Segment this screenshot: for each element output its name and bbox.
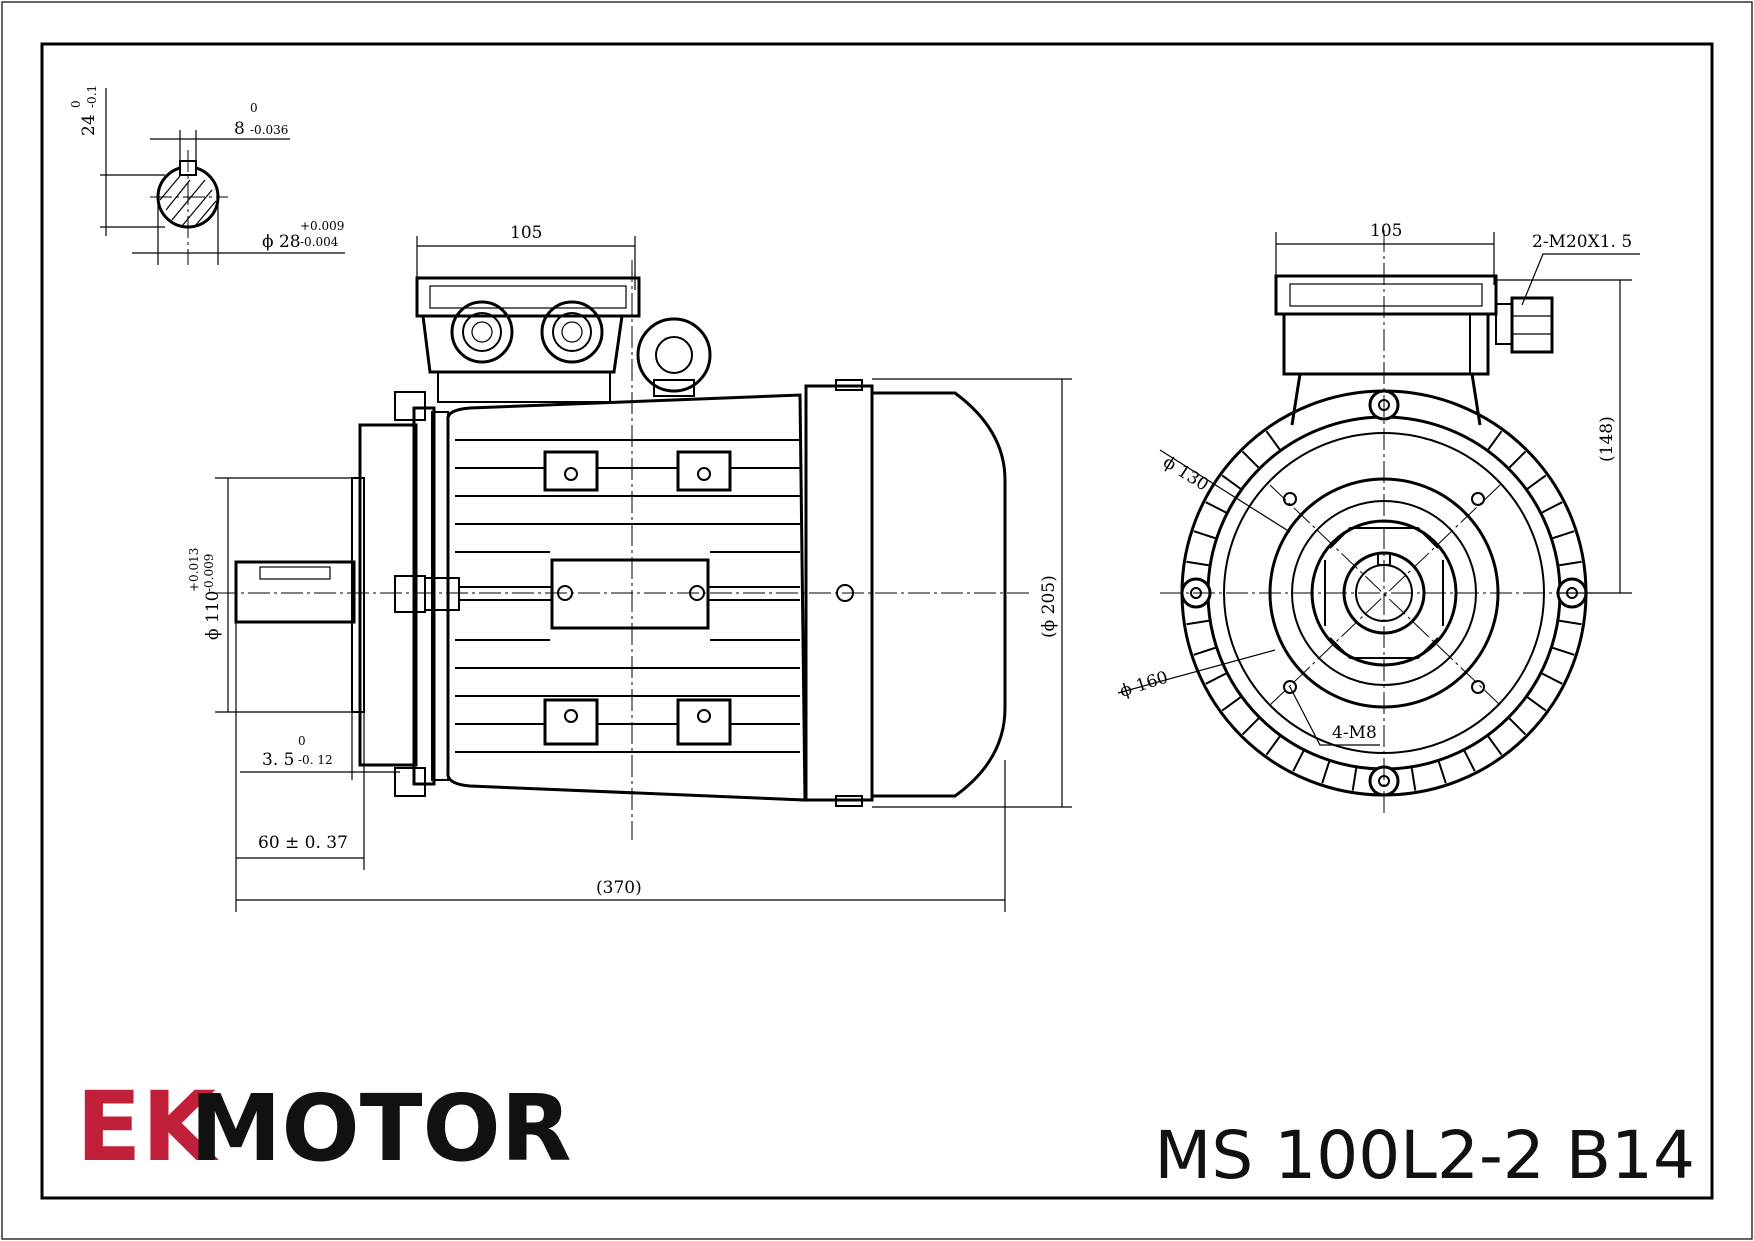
end-cable-gland: 2-M20X1. 5 [1532, 232, 1632, 252]
key-height-value: 24 [79, 114, 99, 136]
flange-end-shield [358, 423, 418, 767]
cooling-fin [1437, 760, 1447, 784]
side-overall-dia: (ϕ 205) [1039, 575, 1059, 638]
cooling-fin [1486, 734, 1503, 756]
shaft-key-detail: 24 0 -0.1 8 0 -0.036 ϕ 28 +0.009 -0.004 [69, 85, 345, 265]
end-flange-dia: ϕ 160 [1117, 667, 1170, 701]
shaft-dia-value: ϕ 28 [262, 232, 301, 252]
cooling-fin [1557, 619, 1582, 626]
side-spigot-depth-tol-lower: -0. 12 [298, 753, 333, 767]
key-height-tol-lower: -0.1 [85, 85, 99, 108]
side-spigot-dia: ϕ 110 [203, 591, 223, 640]
motor-side-view: 105 [187, 223, 1072, 912]
cable-gland-left [450, 300, 514, 364]
cooling-fin [1265, 430, 1282, 452]
cooling-fin [1551, 530, 1575, 540]
brand-word: MOTOR [190, 1075, 572, 1182]
end-flange-holes-label: 4-M8 [1332, 723, 1377, 743]
cooling-fin [1241, 716, 1261, 736]
cooling-fin [1265, 734, 1282, 756]
motor-end-view: 105 2-M20X1. 5 [1117, 221, 1640, 815]
cooling-fin [1557, 560, 1582, 567]
cooling-fin [1193, 646, 1217, 656]
cooling-fin [1321, 760, 1331, 784]
cooling-fin [1540, 501, 1563, 514]
key-height-tol-upper: 0 [69, 100, 83, 108]
shaft-dia-tol-upper: +0.009 [300, 219, 344, 233]
key-width-tol-upper: 0 [250, 101, 258, 115]
key-width-tol-lower: -0.036 [250, 123, 288, 137]
cooling-fin [1292, 749, 1305, 772]
lifting-eye [636, 317, 712, 397]
cooling-fin [1540, 672, 1563, 685]
end-shaft-to-box: (148) [1597, 416, 1617, 462]
side-spigot-tol-upper: +0.013 [187, 548, 201, 592]
end-bolt-circle-dia: ϕ 130 [1159, 452, 1212, 495]
side-spigot-tol-lower: -0.009 [202, 554, 216, 592]
side-box-width: 105 [510, 223, 542, 243]
cooling-fin [1525, 695, 1547, 712]
cooling-fin [1486, 430, 1503, 452]
cooling-fin [1221, 695, 1243, 712]
cooling-fin [1525, 474, 1547, 491]
cooling-fin [1193, 530, 1217, 540]
shaft-end [234, 560, 356, 624]
cooling-fin [1186, 619, 1211, 626]
cooling-fin [1551, 646, 1575, 656]
rear-end-shield [804, 384, 874, 802]
terminal-box-lid [415, 276, 641, 318]
cooling-fin [1205, 501, 1228, 514]
end-terminal-box-body [1282, 312, 1490, 376]
end-terminal-box-lid [1274, 274, 1498, 316]
drawing-border [40, 42, 1714, 1200]
cooling-fins [455, 439, 800, 753]
cooling-fin [1221, 474, 1243, 491]
cooling-fin [1205, 672, 1228, 685]
cooling-fin [1351, 766, 1358, 791]
side-shaft-length: 60 ± 0. 37 [258, 833, 348, 853]
cooling-fin [1507, 450, 1527, 470]
cooling-fin [1507, 716, 1527, 736]
shaft-dia-tol-lower: -0.004 [300, 235, 339, 249]
brand-logo: EK MOTOR [76, 1071, 572, 1183]
cooling-fin [1410, 766, 1417, 791]
nameplate [550, 558, 710, 630]
brand-mark: EK [76, 1071, 220, 1183]
side-spigot-depth: 3. 5 [262, 750, 294, 770]
cooling-fin [1463, 749, 1476, 772]
model-designation: MS 100L2-2 B14 [1154, 1117, 1695, 1194]
fan-cowl [872, 391, 1007, 798]
cable-gland-right [540, 300, 604, 364]
end-flange-holes [1283, 492, 1485, 694]
cooling-fin [1241, 450, 1261, 470]
key-width-value: 8 [234, 119, 245, 139]
side-overall-length: (370) [596, 878, 642, 898]
end-box-width: 105 [1370, 221, 1402, 241]
cooling-fin [1186, 560, 1211, 567]
end-cable-gland-icon [1495, 296, 1554, 354]
side-spigot-depth-tol-upper: 0 [298, 734, 306, 748]
